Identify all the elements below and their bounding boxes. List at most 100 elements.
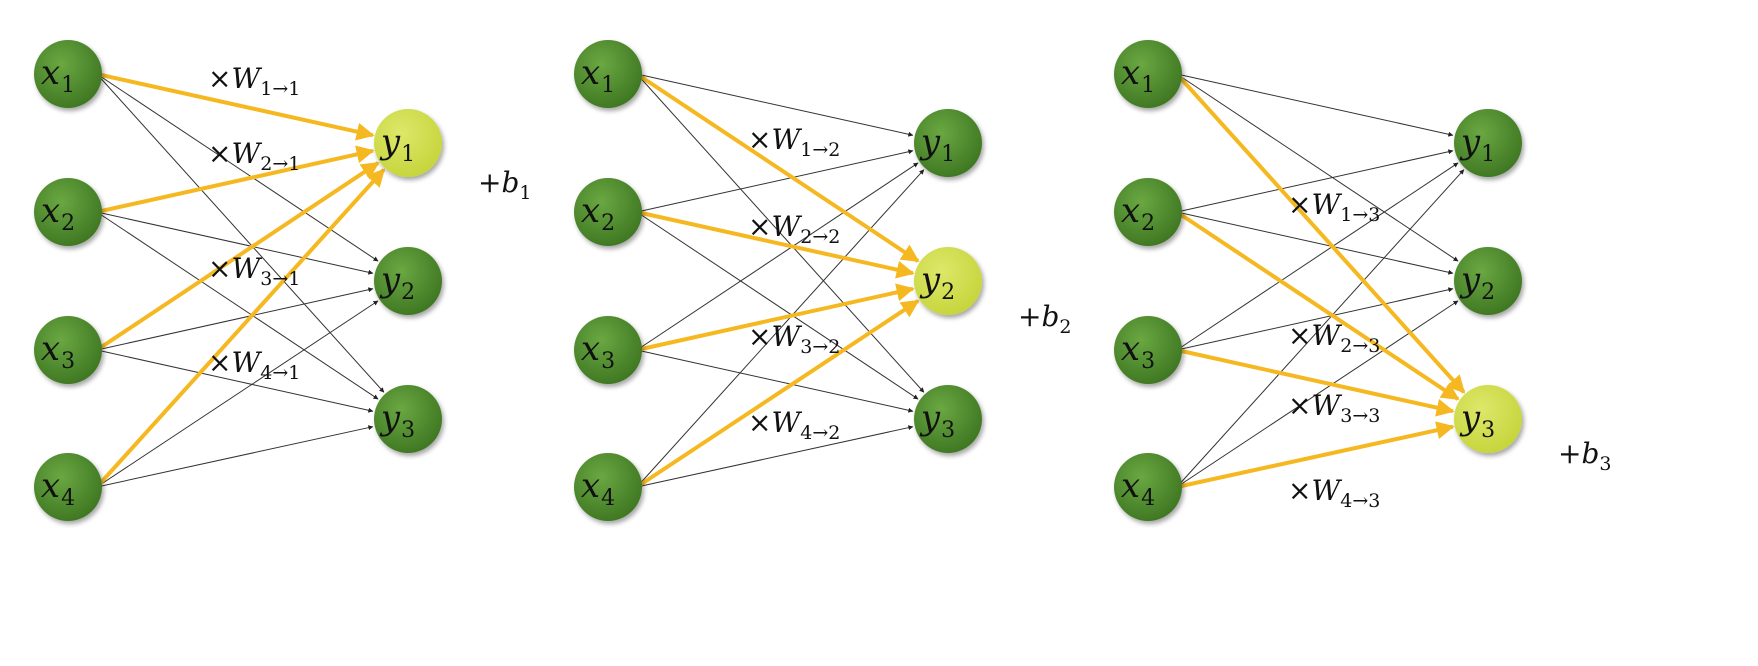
weight-label-3: ×W3→2 <box>748 320 840 358</box>
output-node-2: y2 <box>374 247 442 315</box>
input-var: x <box>1121 466 1140 506</box>
output-var: y <box>1459 398 1481 438</box>
edge-x2-y3 <box>96 211 379 400</box>
input-node-circle <box>1114 453 1182 521</box>
weight-label-3: ×W3→3 <box>1288 389 1380 427</box>
weight-label-4: ×W4→3 <box>1288 474 1380 512</box>
active-edge-x1-y2 <box>635 72 920 263</box>
edge-x4-y1 <box>636 169 925 488</box>
input-var: x <box>41 53 60 93</box>
edge-x3-y1 <box>636 162 919 351</box>
output-node-3: y3 <box>374 385 442 453</box>
output-node-3: y3 <box>1454 385 1522 453</box>
output-node-circle <box>1454 109 1522 177</box>
edge-x4-y1 <box>1176 169 1465 488</box>
weight-label-1: ×W1→3 <box>1288 188 1380 226</box>
input-node-label: x4 <box>581 466 615 511</box>
input-node-1: x1 <box>1114 40 1182 108</box>
output-node-label: y1 <box>1459 122 1495 167</box>
input-subscript: 4 <box>61 486 75 511</box>
input-node-label: x2 <box>41 191 75 236</box>
output-subscript: 1 <box>1481 142 1495 167</box>
edge-x1-y3 <box>96 73 385 393</box>
output-node-circle <box>374 109 442 177</box>
edge-x1-y1 <box>1176 73 1454 137</box>
output-node-circle <box>374 247 442 315</box>
input-subscript: 3 <box>601 349 615 374</box>
output-subscript: 2 <box>1481 280 1495 305</box>
output-node-label: y1 <box>919 122 955 167</box>
input-node-circle <box>574 40 642 108</box>
active-edge-x1-y1 <box>96 72 375 141</box>
output-node-label: y2 <box>379 260 415 305</box>
input-node-label: x1 <box>1121 53 1155 98</box>
weight-label-1: ×W1→2 <box>748 123 840 161</box>
output-var: y <box>1459 122 1481 162</box>
input-node-3: x3 <box>1114 316 1182 384</box>
input-node-circle <box>34 178 102 246</box>
input-subscript: 1 <box>1141 73 1155 98</box>
input-var: x <box>581 466 600 506</box>
output-var: y <box>1459 260 1481 300</box>
bias-label: +b1 <box>478 166 532 204</box>
edge-x2-y3 <box>636 211 919 400</box>
active-edge-x4-y3 <box>1176 421 1455 489</box>
output-node-label: y3 <box>1459 398 1495 443</box>
output-subscript: 3 <box>1481 418 1495 443</box>
input-node-label: x1 <box>581 53 615 98</box>
input-node-label: x1 <box>41 53 75 98</box>
edge-x4-y3 <box>96 425 374 488</box>
weight-label-1: ×W1→1 <box>208 62 300 100</box>
input-node-3: x3 <box>34 316 102 384</box>
output-var: y <box>919 260 941 300</box>
output-node-circle <box>914 247 982 315</box>
input-node-label: x2 <box>581 191 615 236</box>
input-subscript: 2 <box>601 211 615 236</box>
input-node-2: x2 <box>574 178 642 246</box>
output-node-1: y1 <box>1454 109 1522 177</box>
edges <box>635 72 925 489</box>
output-subscript: 1 <box>401 142 415 167</box>
input-node-4: x4 <box>1114 453 1182 521</box>
active-edge-x3-y2 <box>636 283 915 352</box>
input-var: x <box>41 329 60 369</box>
input-var: x <box>1121 53 1140 93</box>
weight-label-2: ×W2→3 <box>1288 319 1380 357</box>
output-node-label: y1 <box>379 122 415 167</box>
input-node-circle <box>34 453 102 521</box>
input-node-4: x4 <box>574 453 642 521</box>
input-node-circle <box>34 40 102 108</box>
active-edge-x2-y2 <box>636 210 915 279</box>
output-var: y <box>379 398 401 438</box>
input-subscript: 4 <box>601 486 615 511</box>
output-subscript: 3 <box>401 418 415 443</box>
active-edge-x4-y2 <box>635 299 920 489</box>
active-edge-x1-y3 <box>1175 72 1466 394</box>
input-node-3: x3 <box>574 316 642 384</box>
active-edge-x2-y1 <box>96 145 375 214</box>
edge-x1-y1 <box>636 73 914 137</box>
input-node-label: x4 <box>1121 466 1155 511</box>
edge-x2-y2 <box>1176 211 1454 275</box>
input-subscript: 2 <box>1141 211 1155 236</box>
input-node-2: x2 <box>1114 178 1182 246</box>
input-node-4: x4 <box>34 453 102 521</box>
input-subscript: 1 <box>601 73 615 98</box>
output-node-circle <box>1454 385 1522 453</box>
edge-x1-y2 <box>1176 73 1459 262</box>
edge-x3-y2 <box>1176 287 1454 351</box>
output-subscript: 1 <box>941 142 955 167</box>
input-subscript: 2 <box>61 211 75 236</box>
active-edge-x4-y1 <box>95 168 386 489</box>
output-var: y <box>919 122 941 162</box>
weight-label-2: ×W2→2 <box>748 210 840 248</box>
edges <box>1175 72 1466 489</box>
input-subscript: 3 <box>61 349 75 374</box>
input-var: x <box>581 191 600 231</box>
output-var: y <box>379 260 401 300</box>
input-node-circle <box>1114 178 1182 246</box>
